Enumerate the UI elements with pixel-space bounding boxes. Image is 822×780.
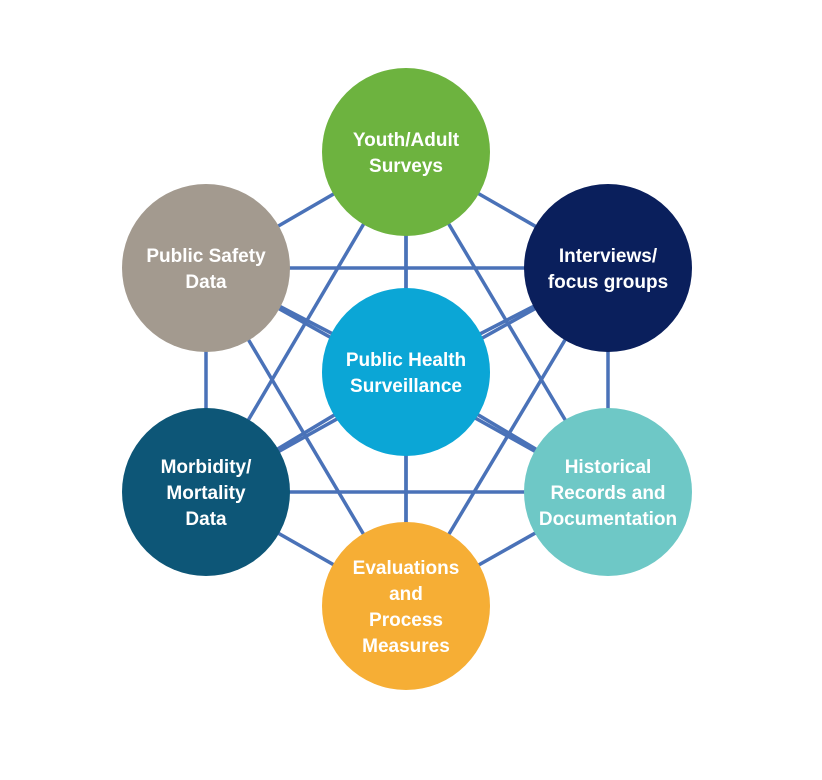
node-label-line: Evaluations bbox=[353, 558, 460, 579]
node-label-line: focus groups bbox=[548, 272, 668, 293]
node-label-line: Documentation bbox=[539, 509, 677, 530]
node-circle-public-health-surveillance bbox=[322, 288, 490, 456]
node-label-line: Records and bbox=[550, 483, 665, 504]
node-circle-youth-adult-surveys bbox=[322, 68, 490, 236]
node-circle-evaluations-process-measures bbox=[322, 522, 490, 690]
node-label-line: Mortality bbox=[166, 483, 246, 504]
node-label-line: Measures bbox=[362, 636, 450, 657]
node-label-line: Public Health bbox=[346, 350, 466, 371]
node-label-line: Surveys bbox=[369, 156, 443, 177]
node-circle-historical-records bbox=[524, 408, 692, 576]
node-circle-morbidity-mortality-data bbox=[122, 408, 290, 576]
node-label-line: Historical bbox=[565, 457, 652, 478]
node-label-line: Public Safety bbox=[146, 246, 266, 267]
node-label-line: Surveillance bbox=[350, 376, 462, 397]
node-circle-public-safety-data bbox=[122, 184, 290, 352]
node-label-line: Process bbox=[369, 610, 443, 631]
node-circle-interviews-focus-groups bbox=[524, 184, 692, 352]
node-label-line: Morbidity/ bbox=[161, 457, 252, 478]
node-label-line: Interviews/ bbox=[559, 246, 658, 267]
node-label-line: Youth/Adult bbox=[353, 130, 460, 151]
node-interviews-focus-groups: Interviews/focus groups bbox=[524, 184, 692, 352]
node-label-line: Data bbox=[185, 272, 227, 293]
node-label-line: and bbox=[389, 584, 423, 605]
node-label-line: Data bbox=[185, 509, 227, 530]
